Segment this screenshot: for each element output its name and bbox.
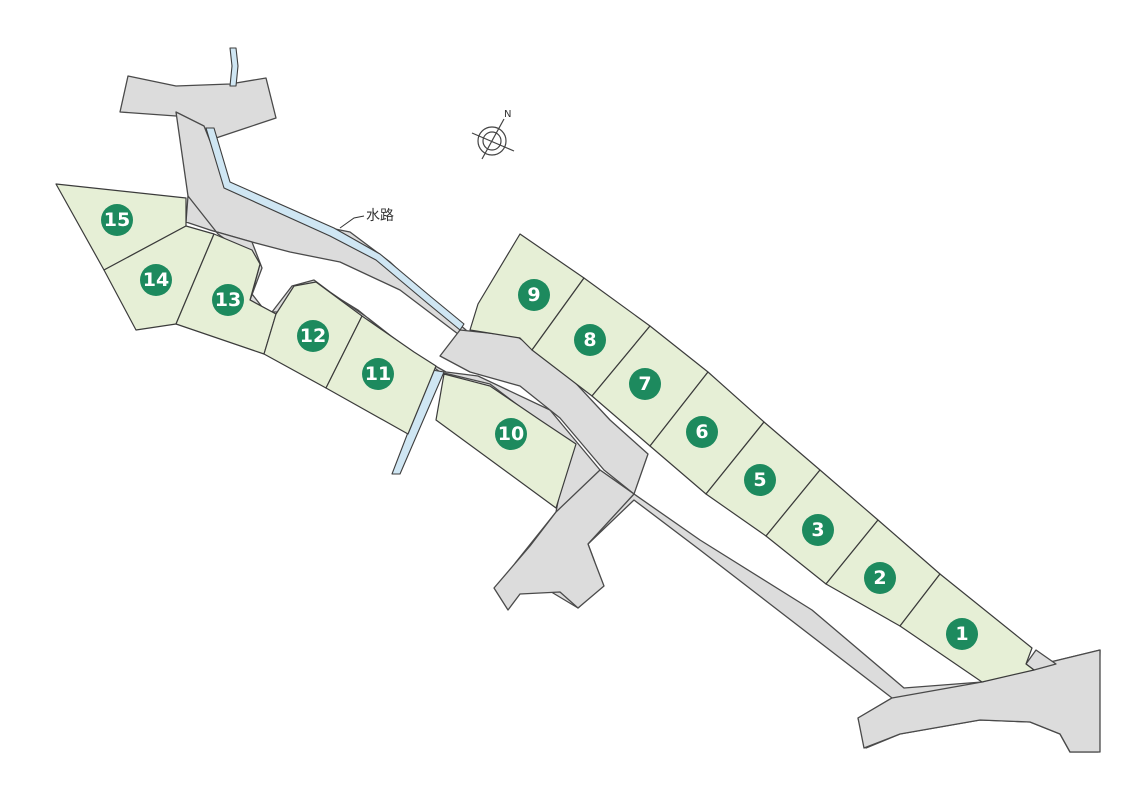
- lot-8-badge[interactable]: 8: [574, 324, 606, 356]
- lot-13-number: 13: [215, 289, 241, 311]
- lot-badges: 15 14 13 12 11 10 9 8: [101, 204, 978, 650]
- lot-9-number: 9: [527, 284, 540, 306]
- lot-12-number: 12: [300, 325, 326, 347]
- lot-2-number: 2: [873, 567, 886, 589]
- lot-1-number: 1: [955, 623, 968, 645]
- lot-8-number: 8: [583, 329, 596, 351]
- compass-outer-ring: [477, 126, 507, 156]
- lot-14-badge[interactable]: 14: [140, 264, 172, 296]
- badge-circle: [518, 279, 550, 311]
- badge-circle: [629, 368, 661, 400]
- lot-15-badge[interactable]: 15: [101, 204, 133, 236]
- badge-circle: [495, 418, 527, 450]
- waterway: [205, 47, 465, 475]
- compass-cross: [471, 132, 515, 152]
- lot-13-badge[interactable]: 13: [212, 284, 244, 316]
- badge-circle: [802, 514, 834, 546]
- badge-circle: [744, 464, 776, 496]
- lot-3-badge[interactable]: 3: [802, 514, 834, 546]
- lot-10-number: 10: [498, 423, 524, 445]
- lot-2-badge[interactable]: 2: [864, 562, 896, 594]
- lot-15-number: 15: [104, 209, 130, 231]
- waterway-leader-line: [339, 215, 365, 229]
- lot-7-badge[interactable]: 7: [629, 368, 661, 400]
- lot-3-number: 3: [811, 519, 824, 541]
- waterway-label: 水路: [339, 208, 394, 229]
- lot-11-number: 11: [365, 363, 391, 385]
- compass-north-label: N: [504, 109, 511, 120]
- lot-6-number: 6: [695, 421, 708, 443]
- badge-circle: [362, 358, 394, 390]
- waterway-north-channel: [229, 47, 239, 87]
- lot-6-badge[interactable]: 6: [686, 416, 718, 448]
- lot-10-badge[interactable]: 10: [495, 418, 527, 450]
- road-south-branch: [493, 469, 635, 611]
- waterway-main-channel: [205, 127, 465, 331]
- lot-14-number: 14: [143, 269, 169, 291]
- waterway-south-channel: [391, 369, 445, 475]
- badge-circle: [686, 416, 718, 448]
- lots: [55, 183, 1035, 683]
- badge-circle: [946, 618, 978, 650]
- lot-5-number: 5: [753, 469, 766, 491]
- compass-icon: N: [471, 109, 515, 160]
- waterway-label-text: 水路: [366, 208, 394, 224]
- lot-7-number: 7: [638, 373, 651, 395]
- compass-needle: [481, 118, 505, 160]
- road-network: [119, 75, 1101, 753]
- badge-circle: [864, 562, 896, 594]
- lot-5-badge[interactable]: 5: [744, 464, 776, 496]
- badge-circle: [574, 324, 606, 356]
- lot-9-badge[interactable]: 9: [518, 279, 550, 311]
- badge-circle: [212, 284, 244, 316]
- lot-11-badge[interactable]: 11: [362, 358, 394, 390]
- badge-circle: [101, 204, 133, 236]
- lot-12-badge[interactable]: 12: [297, 320, 329, 352]
- badge-circle: [140, 264, 172, 296]
- badge-circle: [297, 320, 329, 352]
- road-top-turnaround: [119, 75, 277, 139]
- lot-1-badge[interactable]: 1: [946, 618, 978, 650]
- road-east-end: [857, 649, 1101, 753]
- compass-inner-ring: [482, 131, 502, 151]
